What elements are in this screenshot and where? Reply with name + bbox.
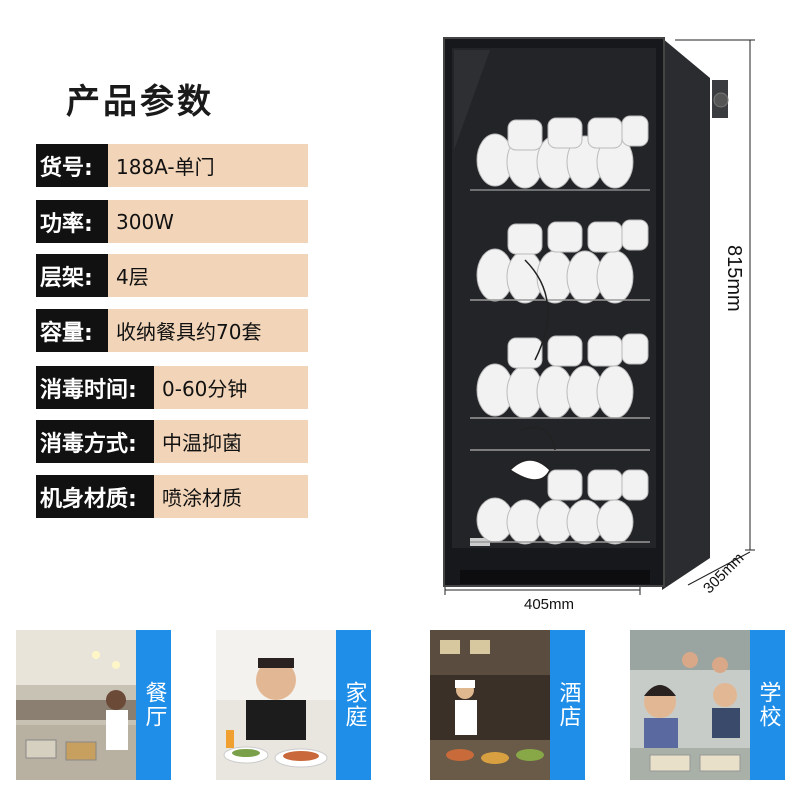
spec-label: 消毒方式: [36,420,154,463]
spec-label: 货号: [36,144,108,187]
spec-label: 功率: [36,200,108,243]
spec-value: 收纳餐具约70套 [116,320,262,344]
spec-value: 300W [116,209,174,234]
scene-photo [430,630,550,780]
cabinet-image [443,37,755,595]
scene-restaurant: 餐厅 [16,630,171,780]
spec-row-item-no: 货号: 188A-单门 [36,144,308,187]
page-title: 产品参数 [66,82,214,122]
spec-value: 4层 [116,265,149,289]
scene-label: 酒店 [550,630,585,780]
dimension-width: 405mm [524,596,575,613]
spec-value: 188A-单门 [116,155,215,179]
scene-label: 餐厅 [136,630,171,780]
spec-row-material: 机身材质: 喷涂材质 [36,475,308,518]
scene-label: 家庭 [336,630,371,780]
spec-row-power: 功率: 300W [36,200,308,243]
scene-photo [16,630,136,780]
scene-home: 家庭 [216,630,371,780]
scene-photo [216,630,336,780]
spec-value: 喷涂材质 [162,486,242,510]
spec-label: 机身材质: [36,475,154,518]
spec-label: 层架: [36,254,108,297]
spec-label: 消毒时间: [36,366,154,409]
spec-row-disinfect-time: 消毒时间: 0-60分钟 [36,366,308,409]
scene-school: 学校 [630,630,785,780]
spec-label: 容量: [36,309,108,352]
spec-row-disinfect-method: 消毒方式: 中温抑菌 [36,420,308,463]
scene-label: 学校 [750,630,785,780]
spec-value: 0-60分钟 [162,377,248,401]
scene-hotel: 酒店 [430,630,585,780]
spec-row-capacity: 容量: 收纳餐具约70套 [36,309,308,352]
scene-photo [630,630,750,780]
spec-value: 中温抑菌 [162,431,242,455]
spec-row-shelves: 层架: 4层 [36,254,308,297]
dimension-height: 815mm [723,245,745,312]
